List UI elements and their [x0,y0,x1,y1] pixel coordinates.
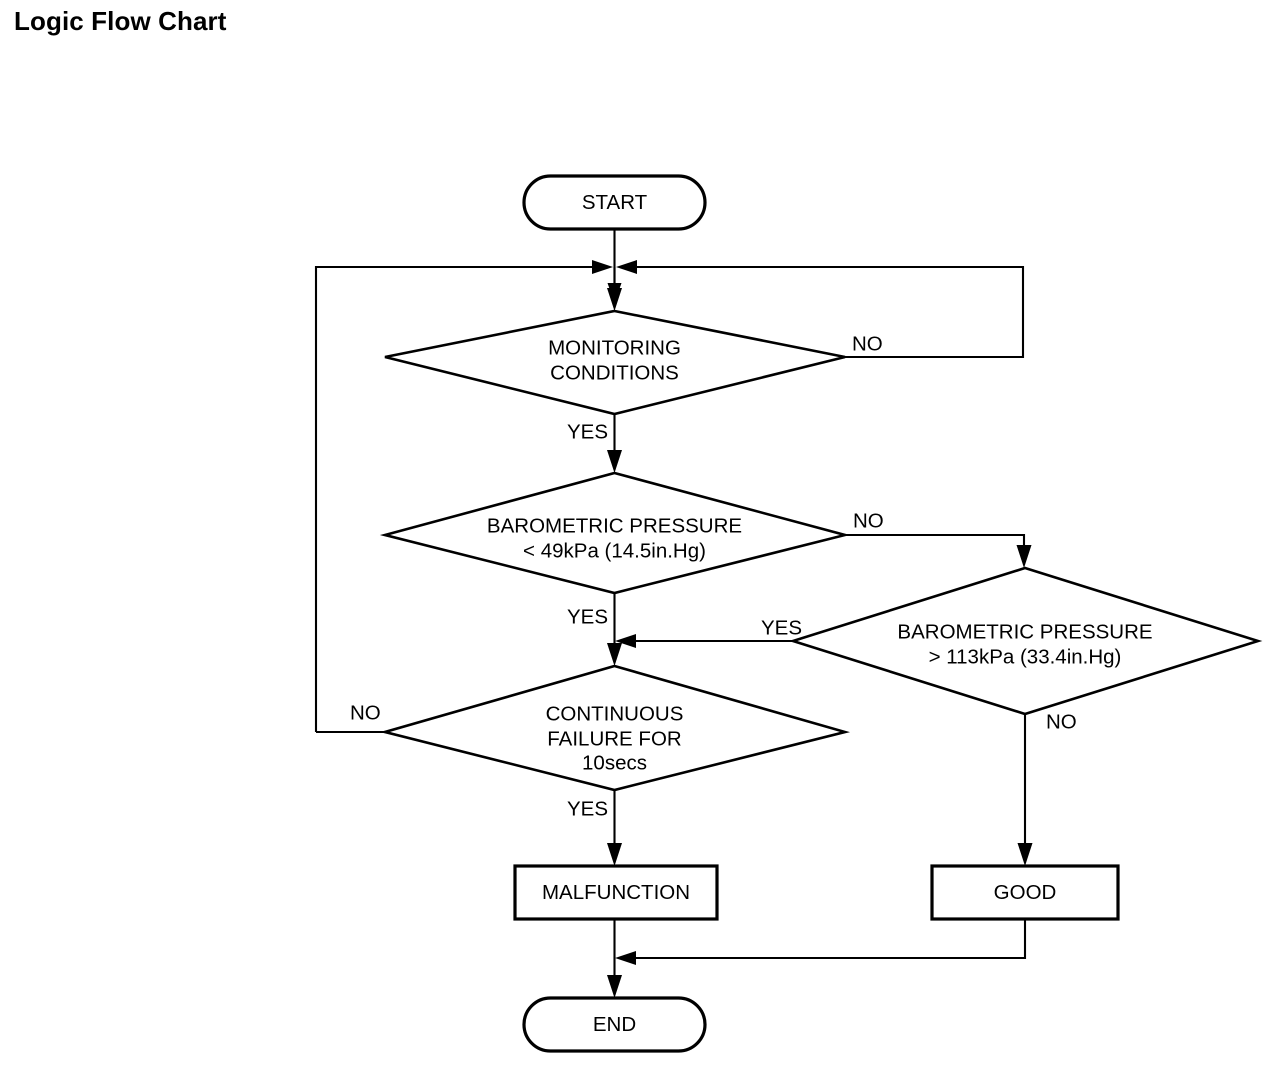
node-monitoring-conditions: MONITORING CONDITIONS [384,309,846,416]
edge-monitoring-no-return [616,260,1025,359]
edge-cont-fail-yes-to-malfunction [607,790,622,866]
edge-junction-to-monitoring [607,267,622,311]
node-cont-fail-label-line3: 10secs [582,751,647,774]
node-end-label: END [593,1013,636,1036]
node-monitoring-label-line1: MONITORING [548,336,681,359]
node-malfunction: MALFUNCTION [513,864,719,921]
edge-baro-high-no-to-good [1017,714,1033,866]
node-baro-low-label-line1: BAROMETRIC PRESSURE [487,514,742,537]
edge-label-baro-low-no: NO [853,509,884,532]
node-start-label: START [582,191,648,214]
edge-label-baro-high-no: NO [1046,710,1077,733]
node-good-label: GOOD [994,881,1057,904]
edge-label-monitoring-yes: YES [567,420,608,443]
node-cont-fail-label-line1: CONTINUOUS [546,702,684,725]
node-start: START [522,174,707,231]
edge-malfunction-to-end [607,919,622,998]
edge-label-cont-fail-yes: YES [567,797,608,820]
edge-baro-low-yes-to-cont-fail [607,593,622,666]
edge-good-to-end-merge [615,919,1027,965]
node-baro-high-label-line2: > 113kPa (33.4in.Hg) [929,645,1122,668]
node-continuous-failure: CONTINUOUS FAILURE FOR 10secs [380,664,851,792]
edge-monitoring-yes-to-baro-low [607,414,622,473]
node-baro-high-label-line1: BAROMETRIC PRESSURE [897,620,1152,643]
page-title: Logic Flow Chart [14,6,227,36]
edge-label-baro-low-yes: YES [567,605,608,628]
node-barometric-pressure-low: BAROMETRIC PRESSURE < 49kPa (14.5in.Hg) [379,471,851,595]
node-baro-low-label-line2: < 49kPa (14.5in.Hg) [523,539,706,562]
node-cont-fail-label-line2: FAILURE FOR [547,727,681,750]
edge-baro-low-no-to-baro-high [845,533,1032,568]
edge-label-monitoring-no: NO [852,332,883,355]
node-good: GOOD [930,864,1120,921]
edge-baro-high-yes-to-cont-fail [615,634,793,648]
edge-label-cont-fail-no: NO [350,701,381,724]
node-end: END [522,996,707,1053]
node-monitoring-label-line2: CONDITIONS [550,361,679,384]
node-malfunction-label: MALFUNCTION [542,881,690,904]
node-barometric-pressure-high: BAROMETRIC PRESSURE > 113kPa (33.4in.Hg) [788,566,1263,716]
edge-label-baro-high-yes: YES [761,616,802,639]
edge-left-loop-return [314,260,613,732]
